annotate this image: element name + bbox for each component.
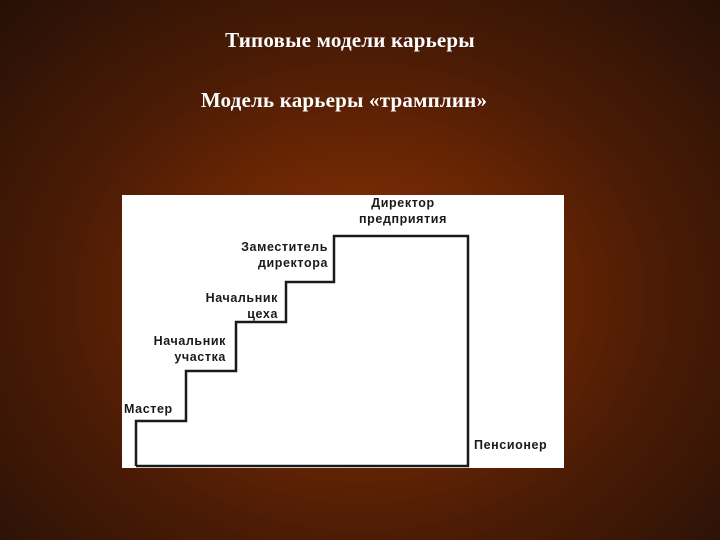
step-label-shop-head: Начальник цеха (205, 291, 278, 321)
step-label-section-head: Начальник участка (153, 334, 226, 364)
step-label-deputy-director: Заместитель директора (241, 240, 328, 270)
staircase-outline (134, 234, 470, 468)
slide-title: Типовые модели карьеры (225, 28, 475, 52)
staircase-diagram (134, 234, 470, 468)
step-label-master: Мастер (124, 402, 173, 416)
end-label-pensioner: Пенсионер (474, 438, 548, 452)
step-label-director: Директор предприятия (359, 196, 447, 226)
slide-subtitle: Модель карьеры «трамплин» (200, 88, 488, 112)
diagram-panel: Мастер Начальник участка Начальник цеха … (122, 195, 564, 468)
